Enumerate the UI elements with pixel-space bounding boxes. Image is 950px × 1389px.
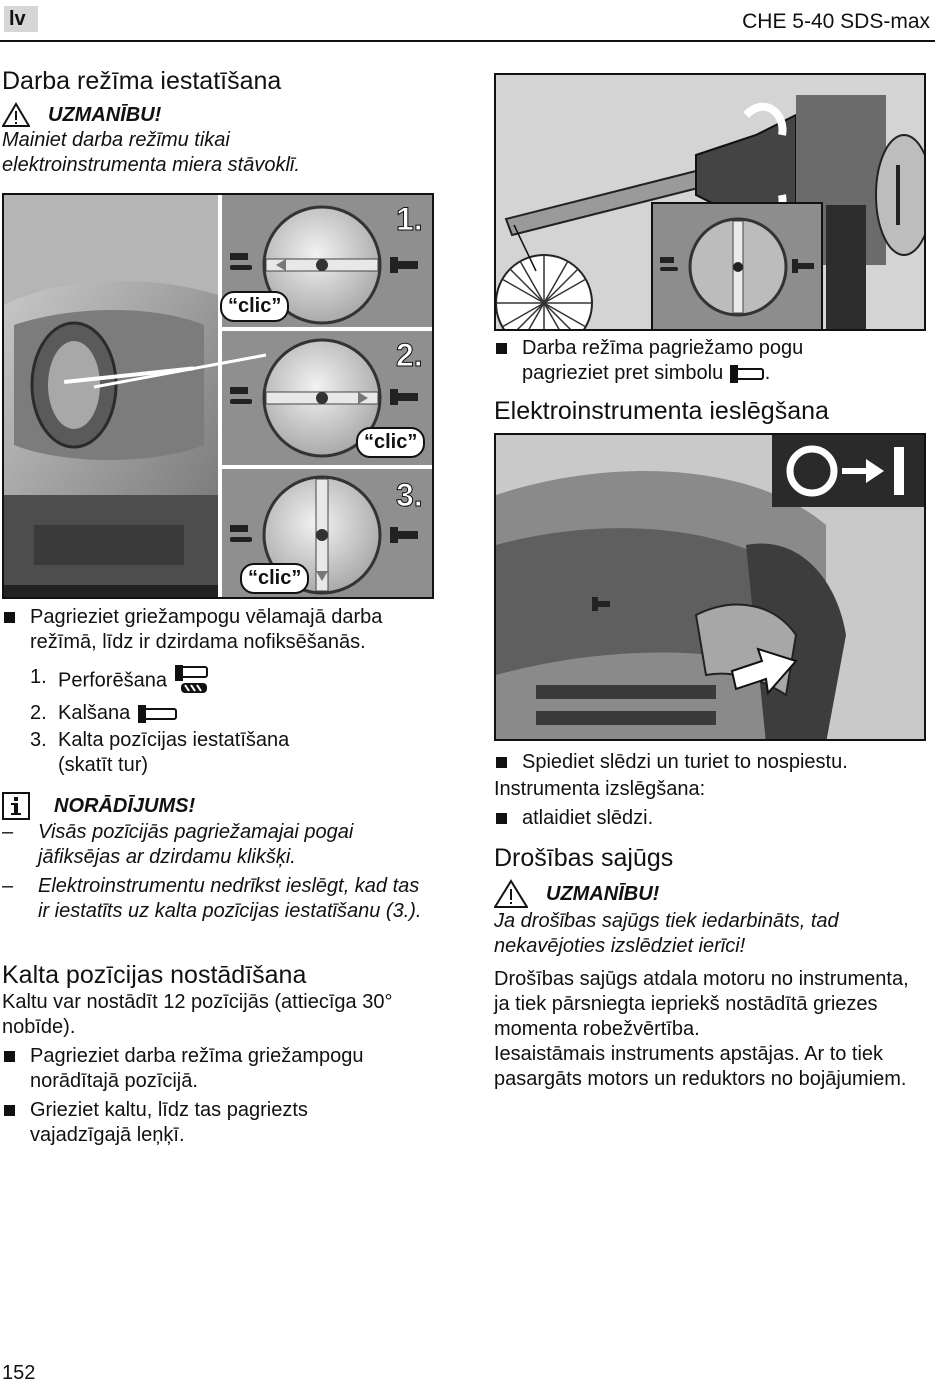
clic-bubble-2: “clic” [356,427,426,458]
mode-item-label: Perforēšana [58,669,167,692]
switch-on-step: Spiediet slēdzi un turiet to nospiestu. [494,750,934,775]
mode-section-header: Darba režīma iestatīšana UZMANĪBU! Maini… [2,66,472,178]
mode-item-label: Kalta pozīcijas iestatīšana (skatīt tur) [58,729,290,776]
turn-to-symbol-text: Darba režīma pagriežamo pogu pagrieziet … [522,337,804,384]
mode-item-2: 2. Kalšana [2,701,472,726]
mode-instruction: Pagrieziet griežampogu vēlamajā darba re… [2,605,432,655]
clutch-caution-heading: UZMANĪBU! [494,879,934,909]
caution-label: UZMANĪBU! [48,104,162,126]
mode-selector-illustration [4,195,432,597]
model-name: CHE 5-40 SDS-max [742,10,930,33]
step-number-1: 1. [396,201,424,238]
clutch-body-1: Drošības sajūgs atdala motoru no instrum… [494,968,909,1040]
note-heading: NORĀDĪJUMS! [2,792,472,820]
step-number-3: 3. [396,477,424,514]
chisel-rotation-figure [494,73,926,331]
clutch-body-2: Iesaistāmais instruments apstājas. Ar to… [494,1043,907,1090]
switch-off-heading: Instrumenta izslēgšana: [494,778,706,800]
switch-illustration [496,435,924,739]
right-top-text: Darba režīma pagriežamo pogu pagrieziet … [494,336,934,426]
switch-off-step: atlaidiet slēdzi. [494,806,934,831]
switch-and-clutch-text: Spiediet slēdzi un turiet to nospiestu. … [494,750,934,1092]
clic-bubble-1: “clic” [220,291,290,322]
note-label: NORĀDĪJUMS! [54,795,196,817]
note-item-1: Visās pozīcijās pagriežamajai pogai jāfi… [2,820,422,870]
page-number: 152 [2,1362,36,1384]
clutch-section-title: Drošības sajūgs [494,844,674,872]
caution-heading: UZMANĪBU! [2,102,472,128]
chisel-rotation-illustration [496,75,924,329]
chisel-intro: Kaltu var nostādīt 12 pozīcijās (attiecī… [2,991,393,1038]
warning-icon [2,102,30,127]
mode-item-label: Kalšana [58,702,131,724]
warning-icon [494,879,528,908]
step-number-2: 2. [396,337,424,374]
mode-item-1: 1. Perforēšana [2,665,472,697]
mode-instructions: Pagrieziet griežampogu vēlamajā darba re… [2,605,472,924]
header-rule [0,40,935,42]
chisel-step-2: Grieziet kaltu, līdz tas pagriezts vajad… [2,1098,382,1148]
clic-bubble-3: “clic” [240,563,310,594]
clutch-caution-label: UZMANĪBU! [546,883,660,905]
mode-selector-figure: 1. 2. 3. “clic” “clic” “clic” [2,193,434,599]
chisel-icon [137,704,177,723]
turn-to-symbol-end: . [764,362,771,384]
chisel-section-title: Kalta pozīcijas nostādīšana [2,961,307,989]
mode-item-number: 3. [30,729,47,751]
chisel-section: Kalta pozīcijas nostādīšana Kaltu var no… [2,960,472,1148]
mode-item-3: 3. Kalta pozīcijas iestatīšana (skatīt t… [2,728,302,778]
chisel-step-1: Pagrieziet darba režīma griežampogu norā… [2,1044,432,1094]
drill-hammer-icon [174,665,208,693]
clutch-caution-text: Ja drošības sajūgs tiek iedarbināts, tad… [494,910,839,957]
info-icon [2,792,30,820]
switch-section-title: Elektroinstrumenta ieslēgšana [494,397,829,425]
turn-to-symbol-step: Darba režīma pagriežamo pogu pagrieziet … [494,336,874,386]
chisel-icon [729,364,764,383]
language-tag: lv [4,6,38,32]
note-item-2: Elektroinstrumentu nedrīkst ieslēgt, kad… [2,874,422,924]
mode-item-number: 1. [30,666,47,688]
switch-figure [494,433,926,741]
mode-item-number: 2. [30,702,47,724]
caution-text: Mainiet darba režīmu tikai elektroinstru… [2,129,300,176]
mode-section-title: Darba režīma iestatīšana [2,67,282,95]
